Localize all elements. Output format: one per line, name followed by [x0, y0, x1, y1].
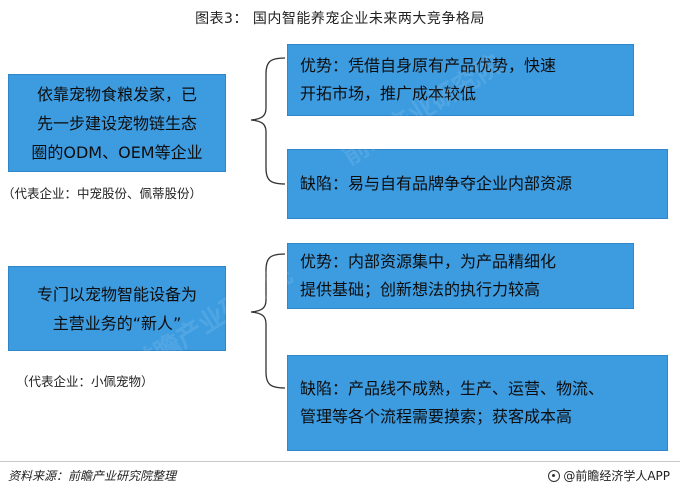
group2-advantage-text: 优势：内部资源集中，为产品精细化 提供基础；创新想法的执行力较高	[300, 252, 557, 299]
group1-disadvantage-box: 缺陷：易与自有品牌争夺企业内部资源	[287, 149, 668, 219]
group1-disadvantage-text: 缺陷：易与自有品牌争夺企业内部资源	[300, 174, 573, 193]
group1-advantage-box: 优势：凭借自身原有产品优势，快速 开拓市场，推广成本较低	[287, 44, 634, 116]
group2-representatives: （代表企业：小佩宠物）	[16, 374, 154, 389]
group1-representatives: （代表企业：中宠股份、佩蒂股份）	[2, 186, 203, 201]
group2-advantage-box: 优势：内部资源集中，为产品精细化 提供基础；创新想法的执行力较高	[287, 243, 634, 309]
figure-title: 图表3： 国内智能养宠企业未来两大竞争格局	[195, 11, 485, 27]
group1-brace	[250, 57, 286, 185]
group2-brace	[250, 253, 286, 389]
brand-credit: @前瞻经济学人APP	[548, 467, 670, 484]
group1-main-box: 依靠宠物食粮发家，已 先一步建设宠物链生态 圈的ODM、OEM等企业	[8, 74, 226, 172]
group1-main-text: 依靠宠物食粮发家，已 先一步建设宠物链生态 圈的ODM、OEM等企业	[31, 84, 203, 162]
group2-disadvantage-text: 缺陷：产品线不成熟，生产、运营、物流、 管理等各个流程需要摸索；获客成本高	[300, 379, 605, 426]
group1-advantage-text: 优势：凭借自身原有产品优势，快速 开拓市场，推广成本较低	[300, 56, 557, 103]
source-note: 资料来源：前瞻产业研究院整理	[8, 469, 177, 483]
footer-divider	[0, 461, 680, 462]
group2-main-box: 专门以宠物智能设备为 主营业务的“新人”	[8, 266, 226, 351]
qianzhan-logo-icon	[548, 469, 561, 482]
brand-text: @前瞻经济学人APP	[563, 469, 670, 483]
group2-main-text: 专门以宠物智能设备为 主营业务的“新人”	[36, 284, 197, 333]
group2-disadvantage-box: 缺陷：产品线不成熟，生产、运营、物流、 管理等各个流程需要摸索；获客成本高	[287, 355, 668, 451]
